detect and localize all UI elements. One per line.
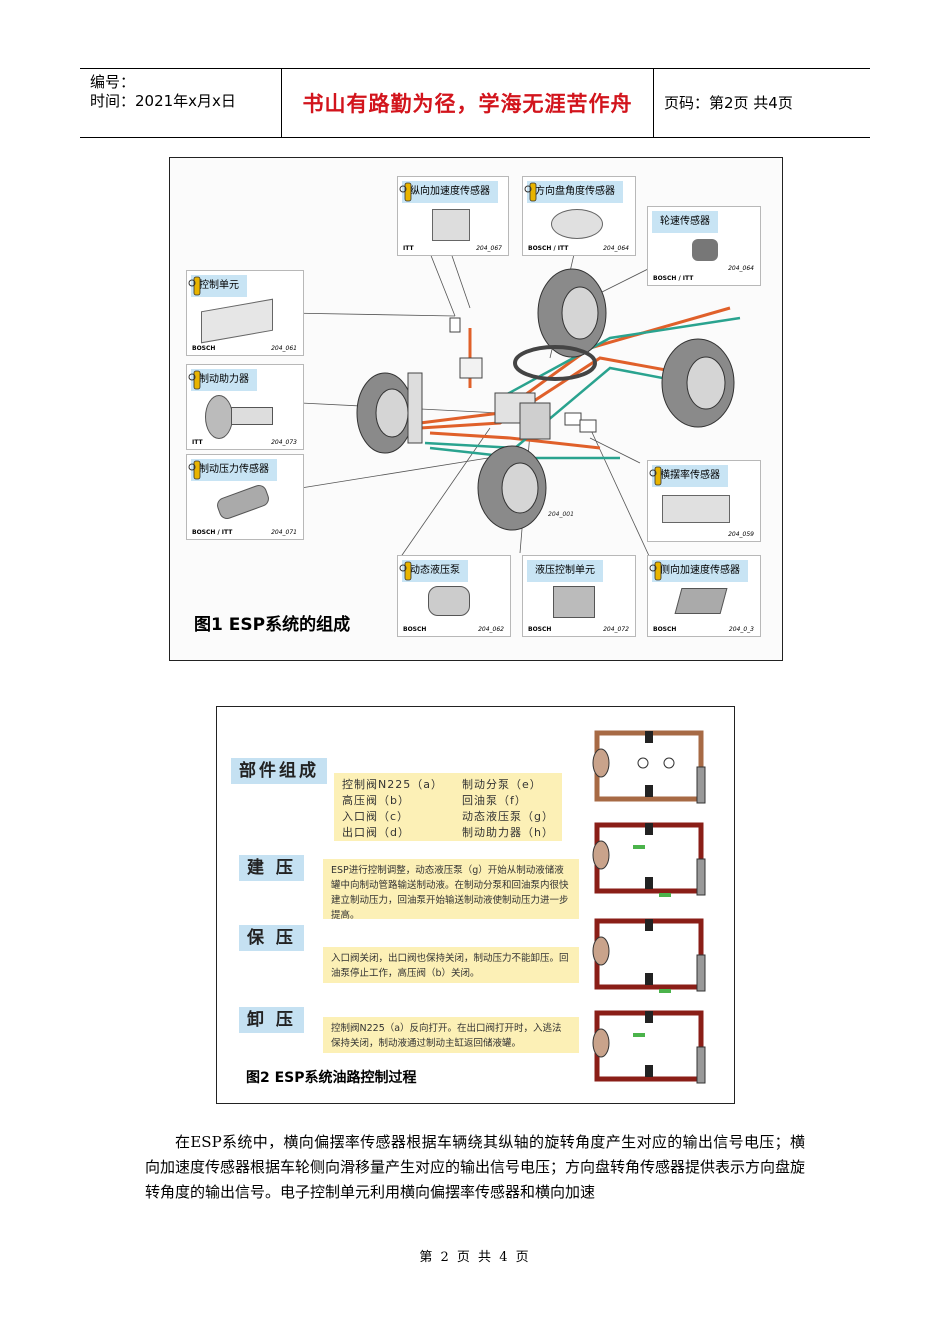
number-label: 编号： xyxy=(90,73,136,91)
time-label: 时间：2021年x月x日 xyxy=(90,92,236,110)
wrench-icon xyxy=(524,182,537,202)
component-brand: BOSCH xyxy=(528,626,552,633)
component-code: 204_072 xyxy=(603,626,629,633)
part-item: 高压阀（b） xyxy=(342,794,410,807)
page-info: 页码：第2页 共4页 xyxy=(664,94,793,112)
wrench-icon xyxy=(399,182,412,202)
wrench-icon xyxy=(188,276,201,296)
page-footer: 第 2 页 共 4 页 xyxy=(419,1250,531,1265)
component-code: 204_0_3 xyxy=(728,626,754,633)
card-lateral-accel-sensor: 侧向加速度传感器 BOSCH 204_0_3 xyxy=(647,555,761,637)
hydraulic-schematics xyxy=(592,730,706,1084)
card-control-unit: 控制单元 BOSCH 204_061 xyxy=(186,270,304,356)
component-label: 动态液压泵 xyxy=(402,560,468,582)
component-code: 204_073 xyxy=(271,439,297,446)
sensor-illustration xyxy=(214,482,272,522)
card-dynamic-hydraulic-pump: 动态液压泵 BOSCH 204_062 xyxy=(397,555,511,637)
card-wheel-speed-sensor: 轮速传感器 BOSCH / ITT 204_064 xyxy=(647,206,761,286)
component-label: 横摆率传感器 xyxy=(652,465,728,487)
motto: 书山有路勤为径，学海无涯苦作舟 xyxy=(302,91,633,116)
card-yaw-rate-sensor: 横摆率传感器 204_059 xyxy=(647,460,761,542)
wheel-rear-left xyxy=(537,268,607,358)
parts-list: 控制阀N225（a） 制动分泵（e） 高压阀（b） 回油泵（f） 入口阀（c） … xyxy=(334,773,562,841)
figure-esp-oil-control: 部件组成 控制阀N225（a） 制动分泵（e） 高压阀（b） 回油泵（f） 入口… xyxy=(216,706,735,1104)
ecu-illustration xyxy=(201,298,273,344)
body-paragraph: 在ESP系统中，横向偏摆率传感器根据车辆绕其纵轴的旋转角度产生对应的输出信号电压… xyxy=(145,1133,806,1201)
parts-title: 部件组成 xyxy=(231,758,327,784)
component-code: 204_064 xyxy=(603,245,629,252)
component-label: 制动压力传感器 xyxy=(191,459,277,481)
card-brake-booster: 制动助力器 ITT 204_073 xyxy=(186,364,304,450)
hcu-illustration xyxy=(553,586,595,618)
wrench-icon xyxy=(399,561,412,581)
card-hydraulic-control-unit: 液压控制单元 BOSCH 204_072 xyxy=(522,555,636,637)
component-brand: BOSCH xyxy=(192,345,216,352)
part-item: 入口阀（c） xyxy=(342,810,410,823)
build-pressure-text: ESP进行控制调整，动态液压泵（g）开始从制动液储液罐中向制动管路输送制动液。在… xyxy=(323,859,579,921)
card-steering-angle-sensor: 方向盘角度传感器 BOSCH / ITT 204_064 xyxy=(522,176,636,256)
build-pressure-title: 建 压 xyxy=(239,855,304,881)
sensor-illustration xyxy=(662,495,730,523)
component-brand: ITT xyxy=(403,245,414,252)
part-item: 制动助力器（h） xyxy=(462,826,554,839)
component-brand: BOSCH / ITT xyxy=(192,529,233,536)
sensor-illustration xyxy=(674,588,728,614)
wrench-icon xyxy=(649,466,662,486)
component-code: 204_059 xyxy=(728,531,754,538)
part-item: 动态液压泵（g） xyxy=(462,810,554,823)
component-brand: BOSCH xyxy=(403,626,427,633)
release-pressure-title: 卸 压 xyxy=(239,1007,304,1033)
part-item: 控制阀N225（a） xyxy=(342,778,443,791)
component-code: 204_062 xyxy=(478,626,504,633)
component-code: 204_061 xyxy=(271,345,297,352)
sensor-illustration xyxy=(551,209,603,239)
schematic-1 xyxy=(592,730,706,804)
component-code: 204_071 xyxy=(271,529,297,536)
wheel-rear-right xyxy=(661,338,735,428)
component-brand: ITT xyxy=(192,439,203,446)
component-label: 侧向加速度传感器 xyxy=(652,560,748,582)
wheel-front-right xyxy=(477,445,547,531)
part-item: 出口阀（d） xyxy=(342,826,410,839)
wrench-icon xyxy=(649,561,662,581)
component-label: 制动助力器 xyxy=(191,369,257,391)
part-item: 回油泵（f） xyxy=(462,794,527,807)
esp-system-illustration: 204_001 xyxy=(286,247,741,559)
header-motto-cell: 书山有路勤为径，学海无涯苦作舟 xyxy=(282,69,654,137)
part-item: 制动分泵（e） xyxy=(462,778,542,791)
wrench-icon xyxy=(188,370,201,390)
header-page-cell: 页码：第2页 共4页 xyxy=(654,69,870,137)
center-code: 204_001 xyxy=(548,511,574,518)
component-label: 轮速传感器 xyxy=(652,211,718,233)
steering-wheel xyxy=(513,345,597,381)
schematic-3 xyxy=(592,918,706,993)
component-label: 纵向加速度传感器 xyxy=(402,181,498,203)
component-label: 方向盘角度传感器 xyxy=(527,181,623,203)
figure2-caption: 图2 ESP系统油路控制过程 xyxy=(246,1070,417,1086)
card-longitudinal-accel-sensor: 纵向加速度传感器 ITT 204_067 xyxy=(397,176,509,256)
schematic-4 xyxy=(592,1010,706,1084)
figure-esp-components: 204_001 纵向加速度传感器 ITT 204_067 方向盘角度传感器 BO… xyxy=(169,157,783,661)
component-brand: BOSCH / ITT xyxy=(528,245,569,252)
booster-illustration xyxy=(205,395,233,439)
schematic-2 xyxy=(592,822,706,897)
component-label: 液压控制单元 xyxy=(527,560,603,582)
component-label: 控制单元 xyxy=(191,275,247,297)
component-code: 204_064 xyxy=(728,265,754,272)
release-pressure-text: 控制阀N225（a）反向打开。在出口阀打开时，入逃法保持关闭，制动液通过制动主缸… xyxy=(323,1017,579,1053)
wrench-icon xyxy=(188,460,201,480)
wheel-front-left xyxy=(356,372,423,454)
component-brand: BOSCH / ITT xyxy=(653,275,694,282)
sensor-illustration xyxy=(692,239,718,261)
hold-pressure-title: 保 压 xyxy=(239,925,304,951)
sensor-illustration xyxy=(432,209,470,241)
header-meta: 编号： 时间：2021年x月x日 xyxy=(80,69,282,137)
component-code: 204_067 xyxy=(476,245,502,252)
pump-illustration xyxy=(428,586,470,616)
document-header: 编号： 时间：2021年x月x日 书山有路勤为径，学海无涯苦作舟 页码：第2页 … xyxy=(80,68,870,138)
component-brand: BOSCH xyxy=(653,626,677,633)
card-brake-pressure-sensor: 制动压力传感器 BOSCH / ITT 204_071 xyxy=(186,454,304,540)
figure1-caption: 图1 ESP系统的组成 xyxy=(194,615,351,635)
hold-pressure-text: 入口阀关闭，出口阀也保持关闭，制动压力不能卸压。回油泵停止工作，高压阀（b）关闭… xyxy=(323,947,579,983)
